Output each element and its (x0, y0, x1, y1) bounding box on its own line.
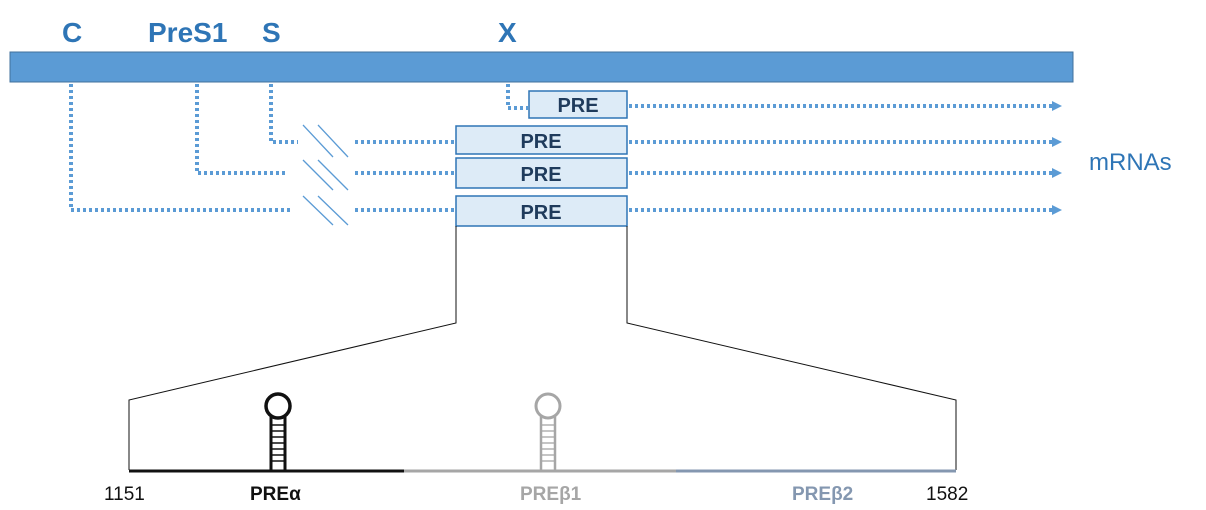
pre-alpha-label: PREα (250, 484, 301, 505)
pres1-transcript-start (195, 84, 288, 175)
region-end-label: 1582 (926, 484, 968, 505)
pre-box-s (455, 125, 628, 155)
stem-loop-beta-icon (534, 392, 562, 471)
mrnas-label: mRNAs (1089, 149, 1172, 176)
promoter-label-x: X (498, 17, 517, 48)
s-transcript-start (269, 84, 298, 144)
break-marks (302, 124, 349, 226)
promoter-label-s: S (262, 17, 281, 48)
genome-bar (9, 51, 1074, 83)
pre-label-c: PRE (520, 202, 561, 224)
zoom-line-right (626, 226, 957, 470)
zoom-line-left (128, 226, 457, 470)
x-transcript-start (506, 84, 528, 110)
pre-box-x (528, 90, 628, 119)
pre-label-x: PRE (557, 95, 598, 117)
pre-label-pres1: PRE (520, 164, 561, 186)
pre-box-pres1 (455, 157, 628, 189)
pre-box-c (455, 195, 628, 227)
pre-beta1-label: PREβ1 (520, 484, 582, 505)
promoter-label-pres1: PreS1 (148, 17, 227, 48)
c-transcript-start (69, 84, 292, 212)
stem-loop-alpha-icon (264, 392, 292, 471)
region-start-label: 1151 (104, 484, 145, 505)
pre-beta2-label: PREβ2 (792, 484, 853, 505)
pre-label-s: PRE (520, 131, 561, 153)
promoter-label-c: C (62, 17, 82, 48)
